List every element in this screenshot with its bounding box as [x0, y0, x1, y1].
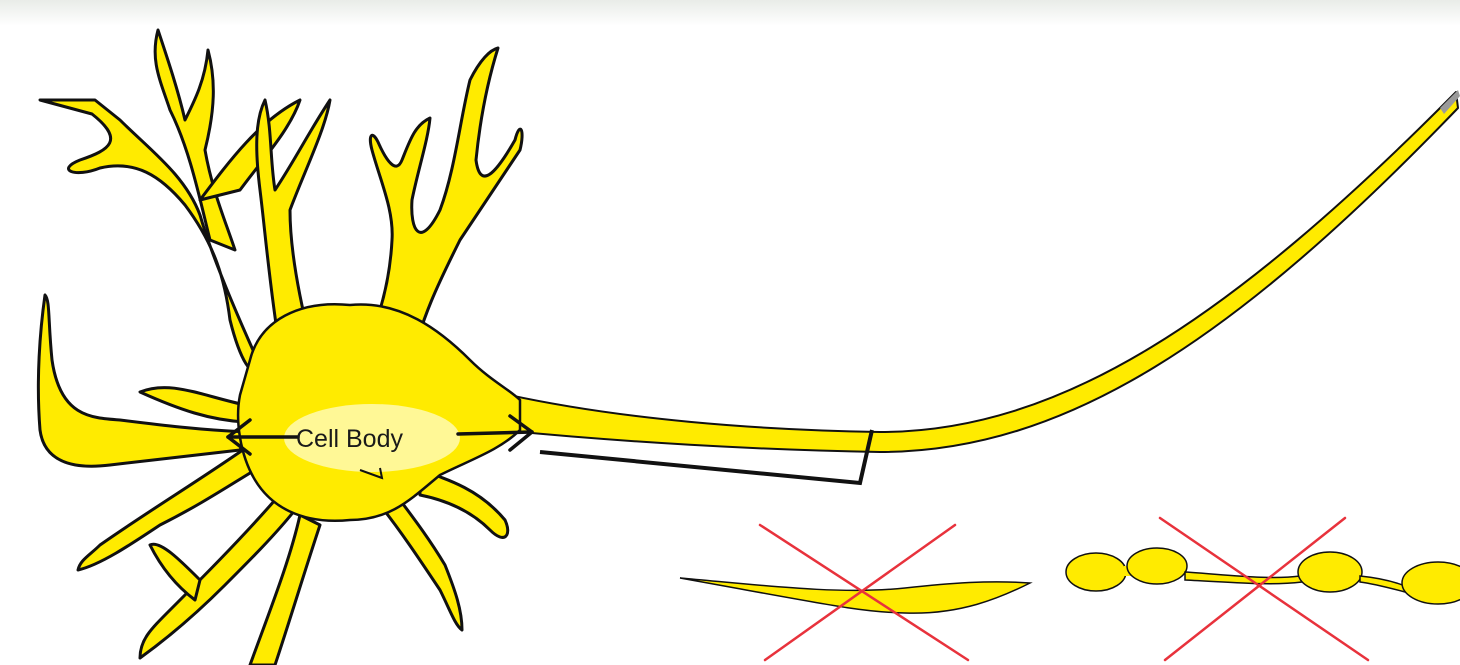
incorrect-shape-spindle: [680, 525, 1030, 660]
dendrite-lower-left-twig: [150, 544, 200, 600]
bead-2: [1127, 548, 1187, 584]
bead-1: [1066, 553, 1126, 591]
dendrite-left: [38, 295, 248, 466]
bead-3: [1298, 552, 1362, 592]
dendrite-mid-left-spur: [140, 388, 245, 422]
bead-4: [1402, 562, 1460, 604]
cell-body-label: Cell Body: [296, 425, 403, 453]
bead-link-3: [1360, 576, 1405, 592]
axon: [500, 92, 1458, 452]
dendrite-lower-right: [380, 500, 462, 630]
incorrect-shape-beaded: [1066, 518, 1460, 660]
arrow-shaft-right: [458, 432, 532, 434]
